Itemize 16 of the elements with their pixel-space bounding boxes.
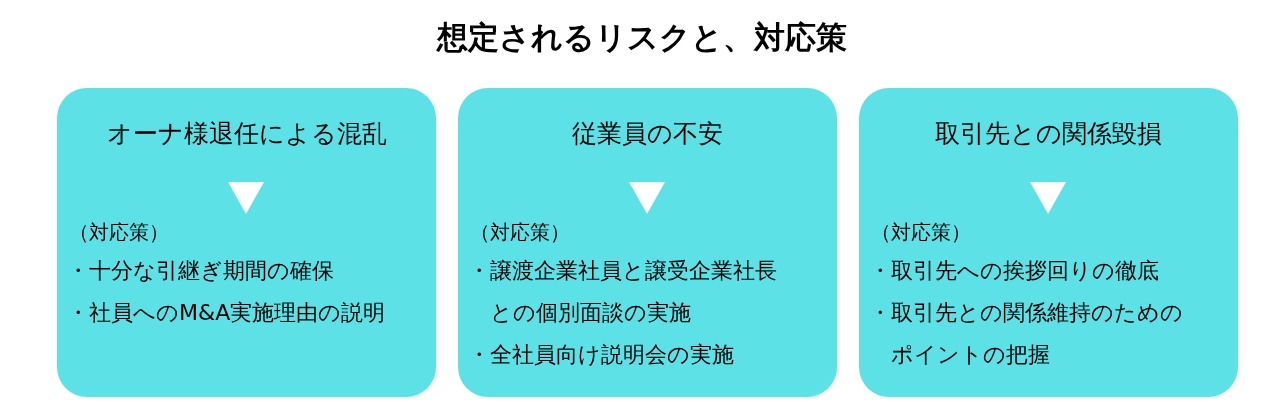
section-label: （対応策） bbox=[69, 219, 169, 246]
risk-card bbox=[57, 88, 436, 397]
title: 想定されるリスクと、対応策 bbox=[437, 18, 847, 57]
bullet-item: ・取引先との関係維持のためのポイントの把握 bbox=[869, 299, 1184, 369]
risk-card bbox=[859, 88, 1238, 397]
bullet-item: ・十分な引継ぎ期間の確保 bbox=[67, 257, 335, 285]
bullet-item: ・社員へのM&A実施理由の説明 bbox=[67, 299, 387, 327]
section-label: （対応策） bbox=[470, 219, 570, 246]
card-heading: 従業員の不安 bbox=[572, 118, 723, 150]
bullet-item: ・全社員向け説明会の実施 bbox=[468, 341, 735, 369]
risk-card bbox=[458, 88, 837, 397]
section-label: （対応策） bbox=[871, 219, 971, 246]
card-heading: オーナ様退任による混乱 bbox=[106, 118, 387, 150]
bullet-item: ・譲渡企業社員と譲受企業社長との個別面談の実施 bbox=[468, 257, 778, 327]
bullet-item: ・取引先への挨拶回りの徹底 bbox=[869, 257, 1160, 285]
card-heading: 取引先との関係毀損 bbox=[935, 118, 1162, 150]
